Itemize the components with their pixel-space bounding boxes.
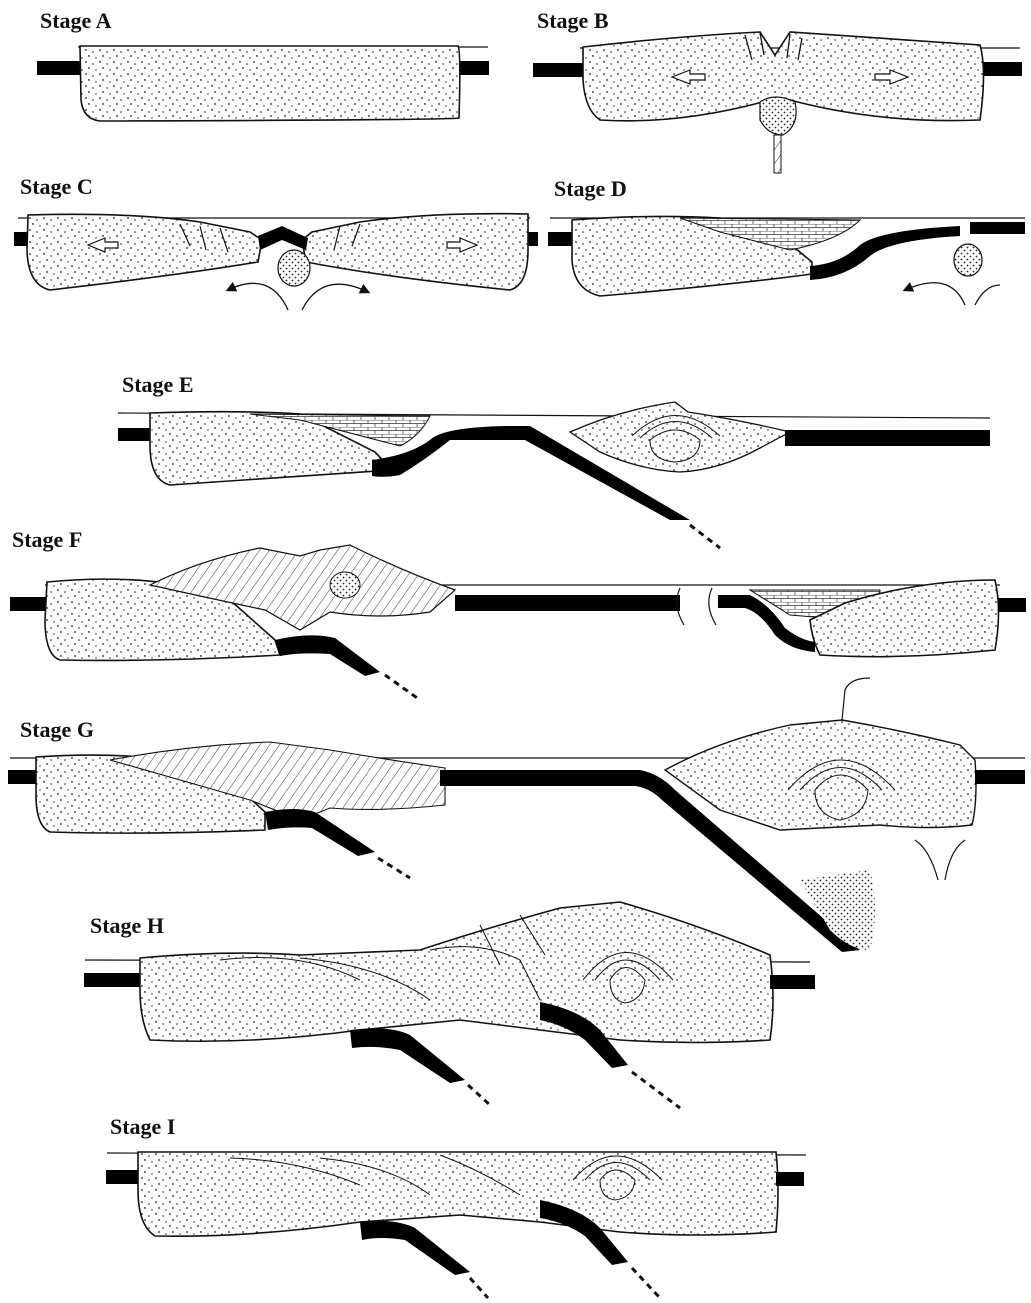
oceanic-crust bbox=[970, 222, 1025, 234]
subducting-slab bbox=[275, 635, 380, 676]
oceanic-crust bbox=[998, 598, 1026, 612]
magma-plume bbox=[954, 244, 982, 276]
stage-e-label: Stage E bbox=[122, 372, 194, 397]
stage-f: Stage F bbox=[10, 527, 1026, 700]
slab-extension bbox=[378, 858, 410, 878]
convection-arrow bbox=[905, 283, 965, 305]
volcano-plume bbox=[842, 678, 870, 720]
stage-a: Stage A bbox=[37, 8, 489, 121]
stage-d-label: Stage D bbox=[554, 176, 627, 201]
continental-arc bbox=[665, 720, 976, 830]
subducting-slab bbox=[360, 1221, 470, 1275]
eroded-orogen-continent bbox=[138, 1152, 778, 1236]
oceanic-crust bbox=[118, 428, 150, 441]
convection-arrow bbox=[975, 285, 1000, 305]
stage-h-label: Stage H bbox=[90, 913, 164, 938]
oceanic-crust bbox=[982, 62, 1022, 76]
break-symbol bbox=[677, 588, 716, 625]
stage-h: Stage H bbox=[84, 902, 815, 1108]
orogen-continent bbox=[140, 902, 773, 1043]
oceanic-crust bbox=[455, 595, 680, 611]
arc-pluton bbox=[330, 572, 360, 598]
stage-c-label: Stage C bbox=[20, 174, 93, 199]
oceanic-crust bbox=[770, 975, 815, 989]
slab-extension bbox=[468, 1085, 490, 1105]
subducting-slab bbox=[350, 1028, 465, 1083]
mid-ocean-ridge bbox=[258, 226, 308, 250]
subducting-slab bbox=[265, 809, 375, 856]
stage-g: Stage G bbox=[8, 678, 1025, 952]
stage-g-label: Stage G bbox=[20, 717, 94, 742]
oceanic-crust bbox=[533, 63, 583, 77]
stage-i: Stage I bbox=[106, 1114, 806, 1298]
magma-conduit bbox=[774, 135, 781, 173]
right-continent bbox=[302, 214, 528, 290]
stage-b-label: Stage B bbox=[537, 8, 609, 33]
oceanic-crust bbox=[10, 597, 48, 611]
stage-b: Stage B bbox=[533, 8, 1022, 173]
oceanic-crust bbox=[37, 61, 81, 75]
convection-arrow bbox=[302, 284, 368, 310]
slab-extension bbox=[385, 675, 420, 700]
continent-block bbox=[80, 46, 460, 121]
slab-extension bbox=[632, 1268, 660, 1298]
oceanic-crust bbox=[8, 770, 38, 784]
convection-arrow bbox=[915, 840, 965, 880]
convection-arrow bbox=[228, 283, 288, 310]
slab-extension bbox=[632, 1072, 680, 1108]
slab-extension bbox=[470, 1278, 488, 1298]
oceanic-crust bbox=[84, 973, 142, 987]
stage-d: Stage D bbox=[548, 176, 1025, 305]
oceanic-crust bbox=[785, 430, 990, 446]
magma-plume bbox=[760, 97, 796, 135]
stage-c: Stage C bbox=[14, 174, 538, 310]
stage-a-label: Stage A bbox=[40, 8, 112, 33]
left-continent bbox=[27, 214, 262, 290]
stage-f-label: Stage F bbox=[12, 527, 82, 552]
magma-plume bbox=[278, 250, 310, 286]
oceanic-crust bbox=[776, 1172, 804, 1186]
stage-i-label: Stage I bbox=[110, 1114, 175, 1139]
oceanic-crust bbox=[975, 770, 1025, 784]
stage-e: Stage E bbox=[118, 372, 990, 548]
oceanic-crust bbox=[548, 232, 573, 246]
slab-extension bbox=[690, 525, 720, 548]
oceanic-crust bbox=[106, 1170, 138, 1184]
